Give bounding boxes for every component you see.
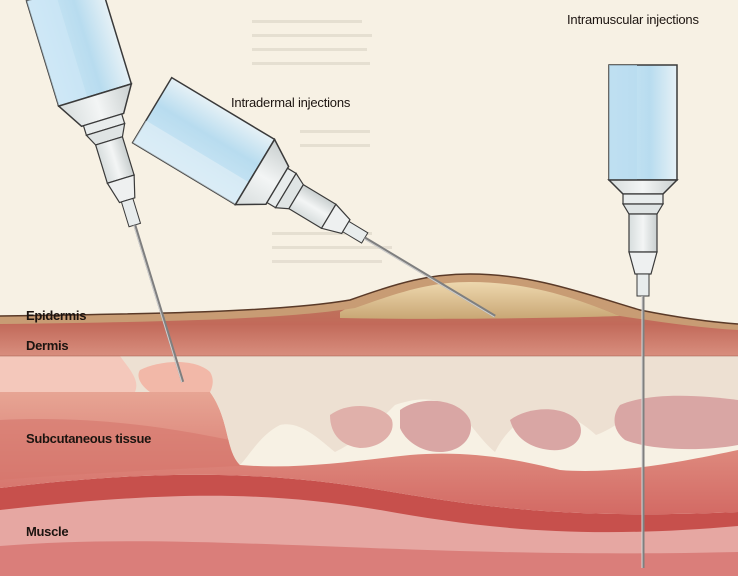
label-epidermis: Epidermis xyxy=(26,308,86,323)
label-subcutaneous-tissue: Subcutaneous tissue xyxy=(26,431,151,446)
label-intradermal-injections: Intradermal injections xyxy=(231,95,350,110)
label-dermis: Dermis xyxy=(26,338,68,353)
label-muscle: Muscle xyxy=(26,524,68,539)
label-intramuscular-injections: Intramuscular injections xyxy=(567,12,699,27)
fat-lobule xyxy=(615,396,738,449)
fat-lobule xyxy=(0,356,136,392)
